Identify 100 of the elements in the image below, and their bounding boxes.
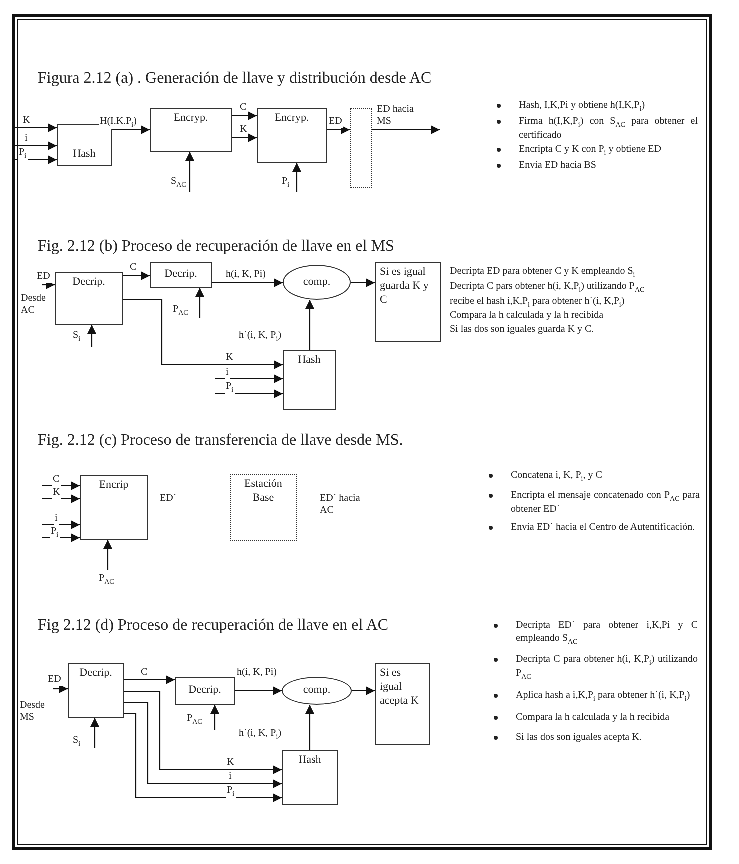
bullet-item: Hash, I,K,Pi y obtiene h(I,K,P$_{i}$) bbox=[493, 100, 698, 114]
arrow bbox=[123, 299, 283, 370]
box-label: Decrip. bbox=[164, 268, 198, 282]
signal-label: ED´ bbox=[160, 493, 178, 505]
arrow bbox=[306, 300, 314, 350]
arrow bbox=[327, 126, 350, 134]
edge-label: P$_{i}$ bbox=[225, 381, 235, 394]
note-line: Decripta C pars obtener h(i, K,P$_{i}$) utilizando P$_{AC}$ bbox=[450, 280, 646, 294]
arrow bbox=[124, 676, 175, 684]
process-box bbox=[175, 677, 235, 705]
process-box bbox=[150, 108, 232, 152]
bullet-item: Aplica hash a i,K,P$_{i}$ para obtener h´(i, K,P$_{i}$) bbox=[490, 690, 698, 704]
edge-label: H(I.K.P$_{i}$) bbox=[99, 116, 138, 130]
arrow bbox=[352, 686, 375, 696]
edge-label: C bbox=[239, 102, 248, 114]
arrow bbox=[104, 540, 112, 570]
arrow bbox=[88, 325, 96, 347]
edge-label: h´(i, K, P$_{i}$) bbox=[238, 728, 283, 742]
figure-title: Figura 2.12 (a) . Generación de llave y distribución desde AC bbox=[38, 70, 432, 88]
figure-title: Fig. 2.12 (c) Proceso de transferencia de llave desde MS. bbox=[38, 432, 404, 450]
arrow bbox=[351, 278, 375, 288]
process-box bbox=[150, 262, 212, 288]
edge-label: ED bbox=[36, 271, 52, 282]
edge-label: ED bbox=[328, 116, 344, 128]
edge-label: S$_{i}$ bbox=[72, 330, 82, 344]
arrow bbox=[210, 705, 220, 730]
arrow bbox=[212, 278, 283, 288]
arrow bbox=[372, 126, 440, 134]
arrow bbox=[215, 390, 283, 398]
bullet-item: Si las dos son iguales acepta K. bbox=[490, 732, 698, 744]
arrow bbox=[42, 482, 80, 490]
bullet-item: Envía ED´ hacia el Centro de Autentificación. bbox=[485, 522, 700, 534]
box-label: Encrip bbox=[99, 479, 129, 493]
box-label: Encryp. bbox=[174, 112, 208, 126]
arrow bbox=[53, 684, 68, 694]
edge-label: P$_{AC}$ bbox=[186, 713, 204, 726]
process-box bbox=[283, 350, 336, 410]
process-box bbox=[80, 475, 148, 540]
box-label: Decrip. bbox=[72, 276, 106, 290]
note-line: Compara la h calculada y la h recibida bbox=[450, 310, 605, 323]
arrow bbox=[42, 534, 80, 542]
edge-label: h(i, K, Pi) bbox=[225, 269, 267, 280]
edge-label: ED bbox=[47, 674, 62, 686]
process-box bbox=[375, 663, 430, 745]
bullet-item: Decripta C para obtener h(i, K,P$_{i}$) utilizando P$_{AC}$ bbox=[490, 654, 698, 682]
arrow bbox=[112, 126, 150, 134]
arrow bbox=[124, 702, 282, 788]
arrow bbox=[15, 142, 57, 150]
note-line: Decripta ED para obtener C y K empleando S$_{i}$ bbox=[450, 266, 636, 280]
edge-label: P$_{i}$ bbox=[50, 526, 60, 540]
arrow bbox=[15, 156, 57, 164]
arrow bbox=[123, 272, 150, 280]
signal-label: Desde AC bbox=[21, 293, 47, 317]
box-label: comp. bbox=[303, 684, 331, 698]
signal-label: Desde MS bbox=[20, 700, 46, 724]
edge-label: C bbox=[129, 262, 138, 274]
process-box bbox=[57, 124, 112, 166]
edge-label: P$_{i}$ bbox=[281, 176, 291, 190]
process-box bbox=[55, 272, 123, 325]
figure-title: Fig. 2.12 (b) Proceso de recuperación de llave en el MS bbox=[38, 238, 394, 256]
bullet-item: Encripta el mensaje concatenado con P$_{AC}$ para obtener ED´ bbox=[485, 490, 700, 516]
box-label: Estación Base bbox=[244, 478, 284, 506]
edge-label: h´(i, K, P$_{i}$) bbox=[238, 330, 283, 344]
arrow bbox=[42, 280, 55, 290]
arrow bbox=[292, 163, 302, 192]
arrow bbox=[15, 124, 57, 132]
process-box bbox=[257, 108, 327, 163]
box-label: Decrip. bbox=[188, 684, 222, 698]
process-box bbox=[375, 262, 441, 342]
process-box bbox=[230, 474, 297, 541]
bullet-item: Concatena i, K, P$_{i}$, y C bbox=[485, 470, 700, 484]
arrow bbox=[42, 494, 80, 504]
arrow bbox=[90, 718, 100, 748]
process-box bbox=[282, 750, 338, 805]
arrow bbox=[232, 112, 257, 120]
process-box bbox=[68, 663, 124, 718]
arrow bbox=[235, 686, 282, 696]
arrow bbox=[306, 705, 314, 750]
edge-label: S$_{i}$ bbox=[72, 735, 82, 748]
edge-label: C bbox=[140, 667, 149, 678]
edge-label: C bbox=[52, 474, 61, 486]
edge-label: P$_{i}$ bbox=[226, 785, 236, 798]
figure-title: Fig 2.12 (d) Proceso de recuperación de llave en el AC bbox=[38, 617, 389, 635]
box-label: Encryp. bbox=[274, 112, 310, 126]
edge-label: P$_{AC}$ bbox=[172, 304, 190, 318]
arrow bbox=[124, 691, 282, 774]
bullet-item: Compara la h calculada y la h recibida bbox=[490, 712, 698, 724]
edge-label: h(i, K, Pi) bbox=[236, 667, 278, 678]
arrow bbox=[42, 520, 80, 530]
arrow bbox=[215, 374, 283, 384]
box-label: Hash bbox=[298, 754, 322, 768]
box-label: Hash bbox=[298, 354, 321, 368]
arrow bbox=[124, 713, 282, 802]
bullet-item: Decripta ED´ para obtener i,K,Pi y C empleando S$_{AC}$ bbox=[490, 620, 698, 646]
edge-label: P$_{AC}$ bbox=[98, 573, 116, 586]
box-label: Hash bbox=[73, 148, 96, 162]
note-line: recibe el hash i,K,P$_{i}$ para obtener h´(i, K,P$_{i}$) bbox=[450, 296, 626, 310]
box-label: comp. bbox=[303, 276, 331, 290]
arrow bbox=[232, 134, 257, 142]
box-label: Si es igual acepta K bbox=[380, 667, 420, 708]
